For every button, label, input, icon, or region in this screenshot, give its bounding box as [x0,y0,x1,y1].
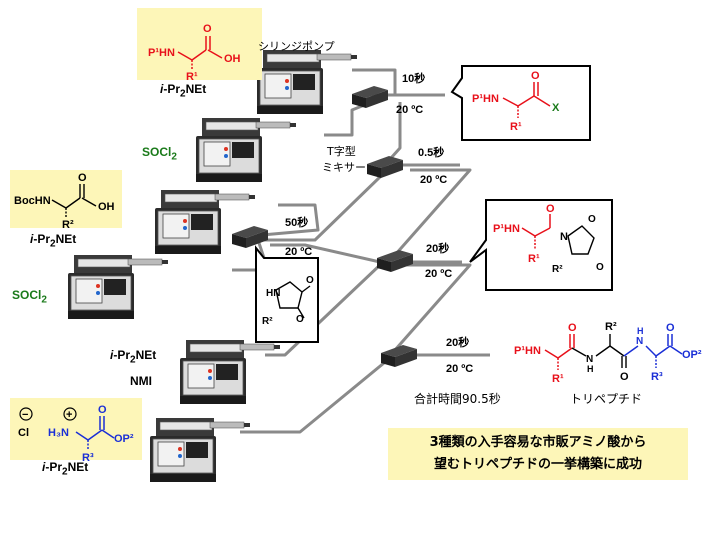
syringe-pump-2 [195,117,297,183]
svg-text:N: N [586,354,593,365]
svg-text:OH: OH [98,201,115,213]
t-mixer-4 [377,250,413,272]
temp-2: 20 ºC [420,174,448,186]
t-mixer-label-line1: T字型 [327,145,356,158]
amino-acid-2-structure: BocHN R² O OH [14,172,115,231]
svg-text:R³: R³ [651,371,663,383]
time-3: 50秒 [285,217,309,229]
summary-line-1: 3種類の入手容易な市販アミノ酸から [429,435,647,450]
svg-text:R²: R² [552,264,563,275]
base-reagent-3: i-Pr2NEt [110,348,157,366]
base-reagent-2: i-Pr2NEt [30,232,77,250]
callout-nca: HN O O R² [255,245,319,343]
svg-text:P¹HN: P¹HN [148,47,175,59]
svg-text:O: O [568,322,577,334]
svg-text:N: N [560,231,568,243]
amino-acid-3-structure: − + Cl H₃N R³ O OP² [18,404,134,464]
temp-5: 20 ºC [446,363,474,375]
svg-text:X: X [552,102,560,114]
svg-text:R³: R³ [82,452,94,464]
time-2: 0.5秒 [418,147,445,159]
syringe-pump-label: シリンジポンプ [258,40,335,53]
time-4: 20秒 [426,243,450,255]
svg-text:H: H [587,364,594,374]
summary-line-2: 望むトリペプチドの一挙構築に成功 [433,457,642,472]
svg-text:O: O [98,404,107,416]
total-time-label: 合計時間90.5秒 [414,392,501,406]
svg-text:P¹HN: P¹HN [472,93,499,105]
svg-text:−: − [22,409,28,421]
t-mixer-3 [232,226,268,248]
base-reagent-1: i-Pr2NEt [160,82,207,100]
t-mixer-5 [381,345,417,367]
callout-acyl-intermediate: P¹HN R¹ O X [450,65,591,141]
temp-1: 20 ºC [396,104,424,116]
svg-text:O: O [306,275,314,286]
t-mixer-label-line2: ミキサー [322,161,366,174]
svg-text:H₃N: H₃N [48,427,69,439]
svg-text:P¹HN: P¹HN [493,223,520,235]
syringe-pump-1 [256,49,358,115]
svg-text:R¹: R¹ [528,253,540,265]
svg-text:P¹HN: P¹HN [514,345,541,357]
syringe-pump-6 [149,417,251,483]
svg-text:R²: R² [605,321,617,333]
svg-text:OP²: OP² [682,349,702,361]
svg-text:OP²: OP² [114,433,134,445]
temp-4: 20 ºC [425,268,453,280]
socl2-reagent-2: SOCl2 [12,288,47,306]
product-label: トリペプチド [570,392,643,406]
svg-text:R²: R² [62,219,74,231]
svg-text:O: O [588,214,596,225]
amino-acid-1-structure: P¹HN R¹ O OH [148,23,241,83]
tripeptide-structure: P¹HN R¹ O N H R² O N H R³ O OP² [514,321,702,385]
base-reagent-4: i-Pr2NEt [42,460,89,478]
t-mixer-1 [352,86,388,108]
svg-text:HN: HN [266,288,280,299]
svg-text:H: H [637,326,644,336]
syringe-pump-4 [67,254,169,320]
svg-text:R²: R² [262,316,273,327]
temp-3: 20 ºC [285,246,313,258]
svg-text:O: O [531,70,540,82]
svg-text:BocHN: BocHN [14,195,51,207]
summary-box: 3種類の入手容易な市販アミノ酸から 望むトリペプチドの一挙構築に成功 [388,428,688,480]
socl2-reagent-1: SOCl2 [142,145,177,163]
svg-text:+: + [66,409,72,421]
svg-text:R¹: R¹ [510,121,522,133]
svg-text:O: O [666,322,675,334]
svg-text:O: O [596,262,604,273]
svg-text:O: O [78,172,87,184]
tubing [232,68,490,434]
svg-text:O: O [296,314,304,325]
svg-text:N: N [636,336,643,347]
t-mixer-2 [367,156,403,178]
svg-text:Cl: Cl [18,427,29,439]
syringe-pump-5 [179,339,281,405]
time-5: 20秒 [446,337,470,349]
svg-text:R¹: R¹ [186,71,198,83]
svg-text:O: O [203,23,212,35]
svg-text:O: O [620,371,629,383]
nmi-reagent: NMI [130,374,152,388]
svg-text:OH: OH [224,53,241,65]
svg-text:O: O [546,203,555,215]
time-1: 10秒 [402,73,426,85]
svg-text:R¹: R¹ [552,373,564,385]
callout-dipeptide-nca: P¹HN R¹ O N O O R² [469,199,613,291]
